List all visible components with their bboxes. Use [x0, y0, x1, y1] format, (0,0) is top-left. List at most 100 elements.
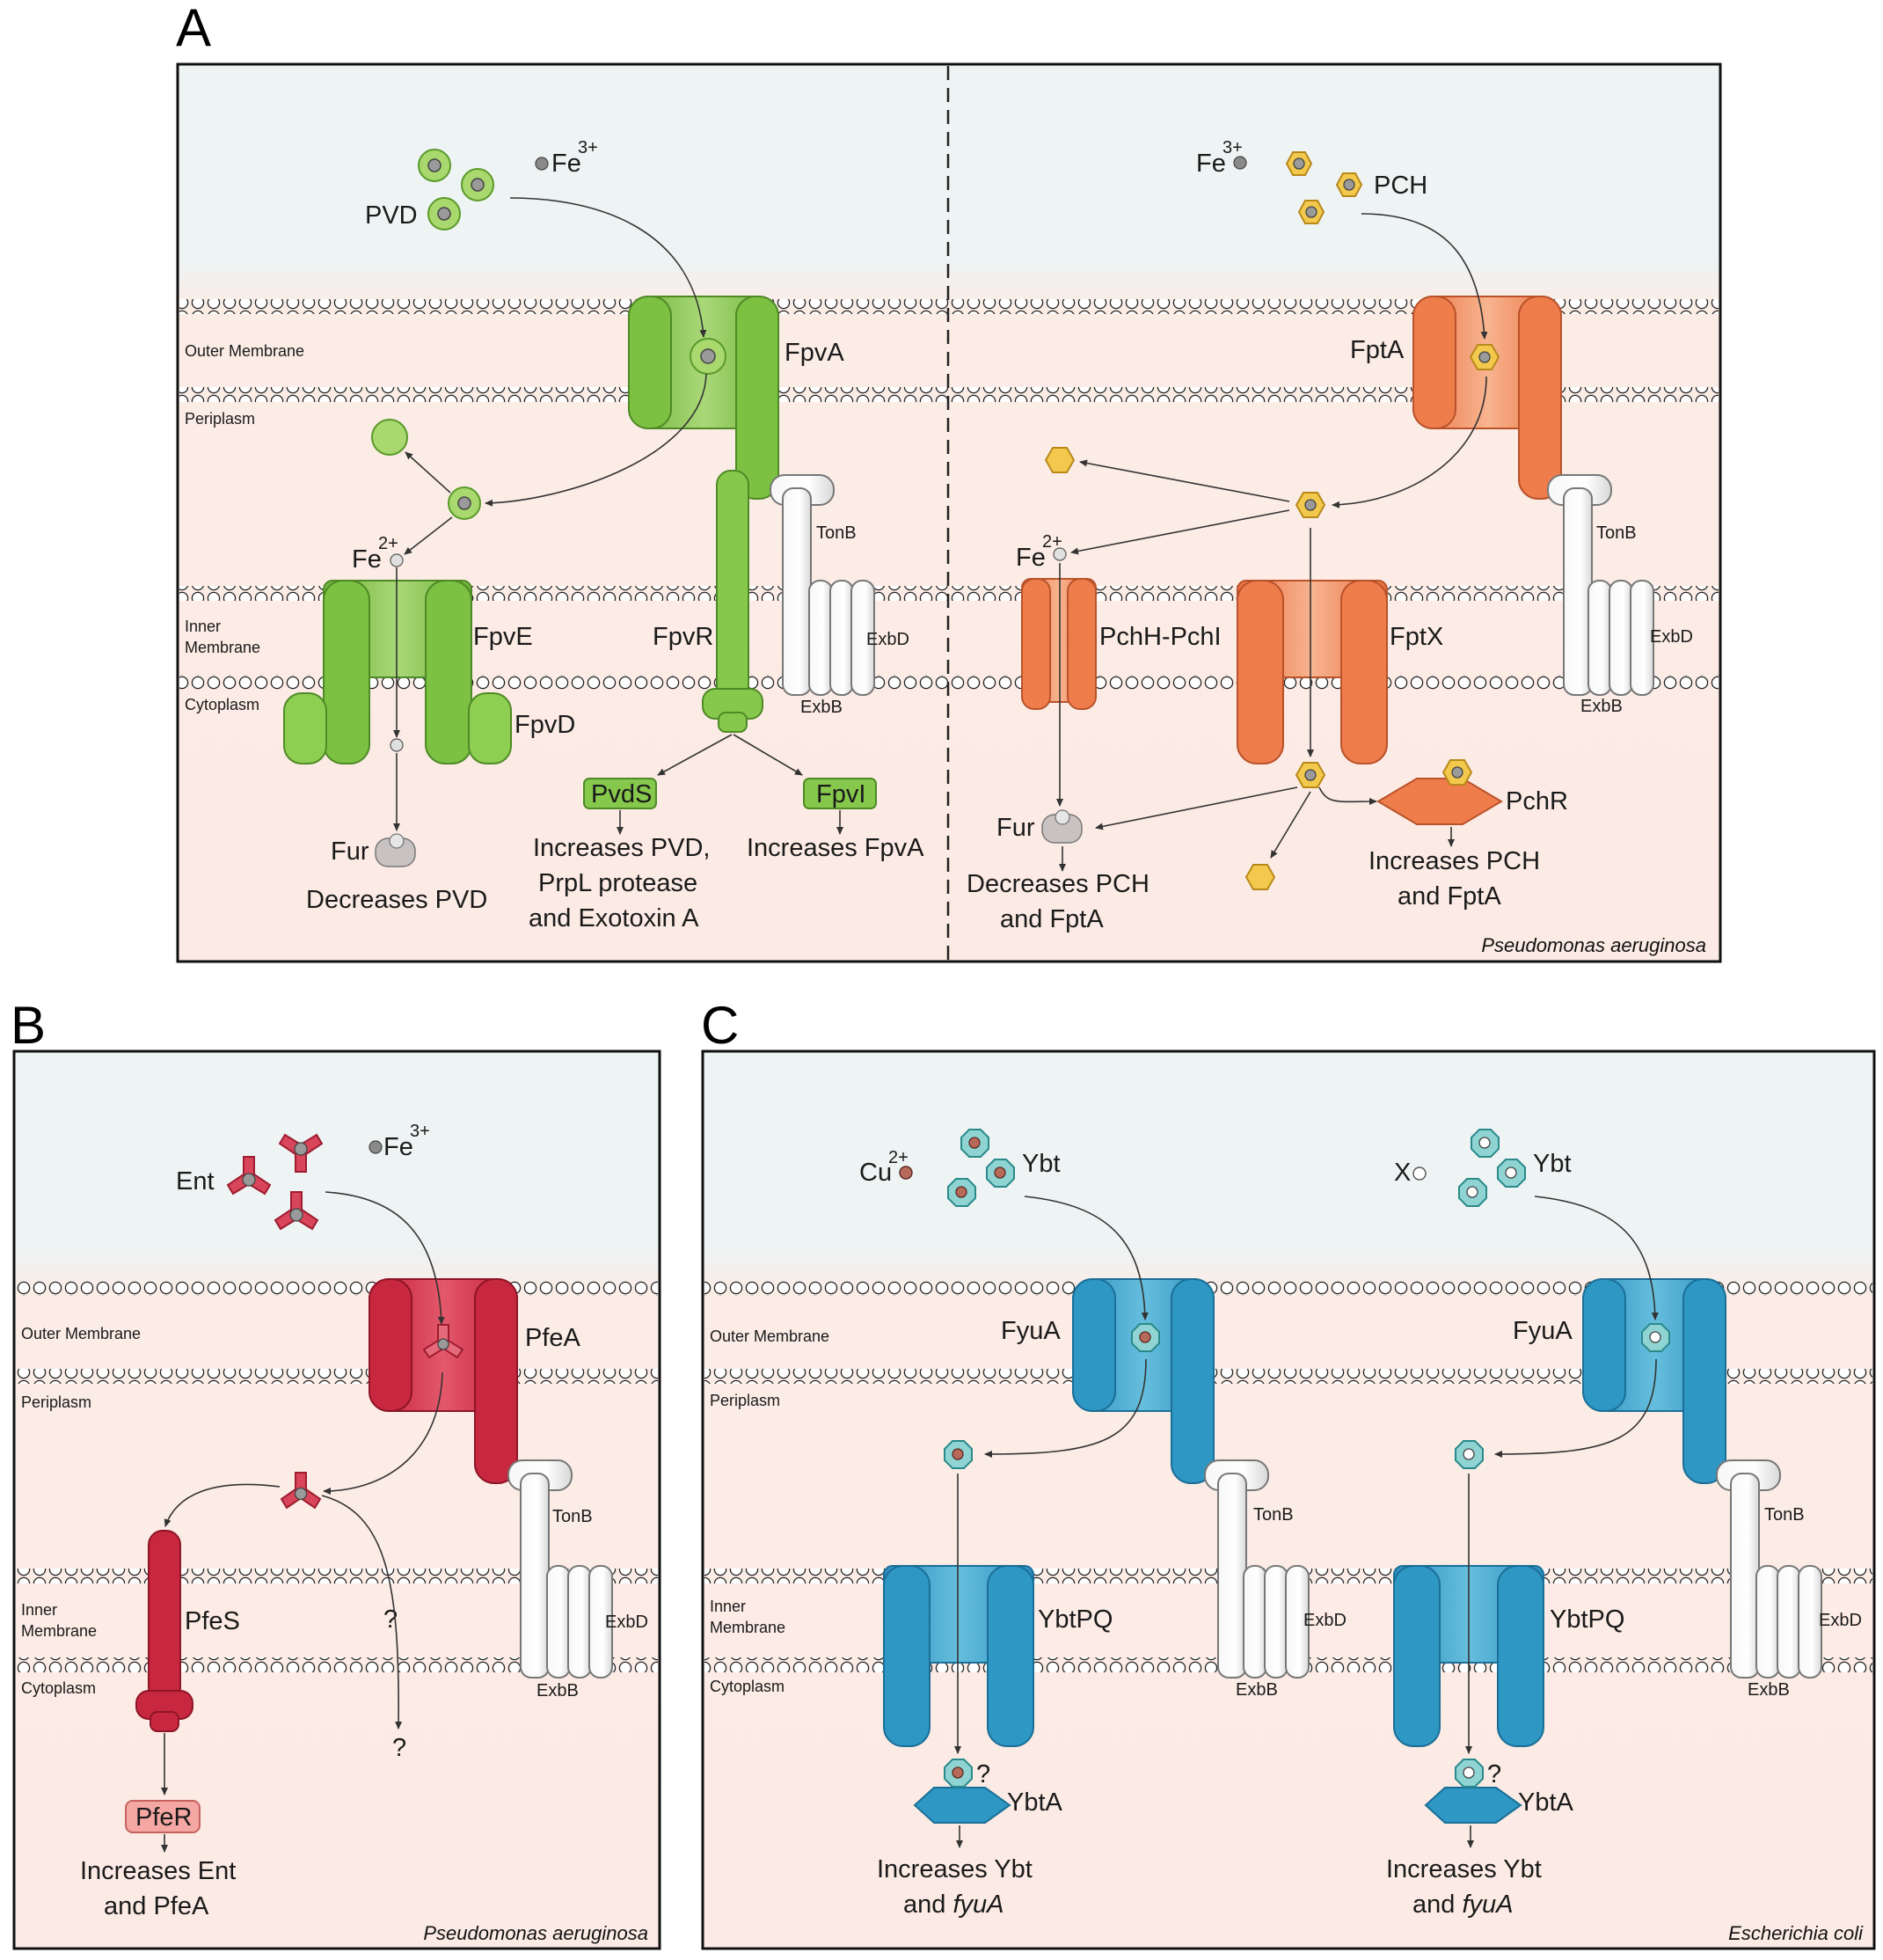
membrane-label-b: Membrane — [21, 1622, 97, 1640]
x-label: X — [1394, 1159, 1411, 1187]
fe3-ion-a-left — [535, 157, 549, 171]
panel-a: A Outer Membrane Periplasm Inner Membran… — [176, 0, 1722, 963]
out-c-left-line1: Increases Ybt — [877, 1855, 1033, 1883]
fpta-receptor — [1412, 296, 1562, 500]
pvds-box — [583, 778, 657, 809]
tonb-label-a-right: TonB — [1596, 523, 1637, 543]
panel-c-letter: C — [701, 996, 739, 1055]
exbd-label-a-right: ExbD — [1650, 627, 1693, 647]
pfea-receptor — [369, 1278, 518, 1484]
inner-label-b: Inner — [21, 1601, 57, 1619]
fpva-receptor — [628, 296, 779, 500]
ybtpq-label-right: YbtPQ — [1550, 1605, 1624, 1634]
tonb-label-a-left: TonB — [816, 523, 857, 543]
periplasm-label-b: Periplasm — [21, 1393, 91, 1411]
pvds-label: PvdS — [591, 780, 652, 808]
membrane-label-c: Membrane — [710, 1619, 785, 1636]
fe2-sup-a-left: 2+ — [378, 534, 398, 553]
ent-label: Ent — [176, 1167, 215, 1196]
x-ybt-periplasm — [1455, 1440, 1484, 1469]
fe3-ion-a-right — [1233, 156, 1247, 170]
pvd-siderophores — [418, 149, 494, 230]
panel-b-letter: B — [11, 996, 46, 1055]
pch-fe-cytoplasm — [1295, 762, 1326, 788]
exbd-label-c-right: ExbD — [1819, 1611, 1862, 1630]
pvd-label: PVD — [365, 201, 418, 230]
pchr-activator — [1376, 759, 1503, 825]
exbb-label-b: ExbB — [536, 1681, 579, 1700]
panel-b: B Outer Membrane Periplasm Inner Membran… — [11, 996, 661, 1950]
pchh-pchi-transporter — [1021, 578, 1097, 710]
pch-fe-periplasm — [1295, 492, 1326, 518]
fpvi-box — [803, 778, 877, 809]
decreases-pvd: Decreases PVD — [306, 886, 487, 914]
fptx-transporter — [1237, 580, 1388, 764]
tonb-complex-b — [507, 1459, 613, 1678]
fpva-label: FpvA — [785, 339, 844, 367]
out-fur-a-right-line2: and FptA — [1000, 905, 1104, 933]
outer-membrane-label-c: Outer Membrane — [710, 1327, 829, 1345]
arrows-a-left — [393, 197, 843, 835]
out-c-right-line2: and fyuA — [1412, 1891, 1513, 1919]
panel-a-letter: A — [176, 0, 211, 57]
arrows-a-right — [1056, 213, 1488, 872]
fpvr-label: FpvR — [653, 623, 713, 651]
outer-membrane-top-b — [16, 1281, 658, 1296]
cytoplasm-label-c: Cytoplasm — [710, 1678, 785, 1695]
x-ion — [1412, 1166, 1427, 1181]
ybt-label-left: Ybt — [1022, 1150, 1061, 1178]
arrows-c-right — [1465, 1196, 1659, 1848]
outer-membrane-bottom-b — [16, 1369, 658, 1384]
fur-protein-a-left — [375, 833, 416, 867]
out-pvds-line1: Increases PVD, — [533, 834, 710, 862]
fyua-label-right: FyuA — [1513, 1317, 1573, 1345]
fe2-sup-a-right: 2+ — [1042, 532, 1062, 552]
inner-label-a: Inner — [185, 618, 221, 635]
out-pvds-line3: and Exotoxin A — [529, 904, 699, 932]
out-b-line2: and PfeA — [104, 1892, 209, 1920]
pfea-label: PfeA — [525, 1324, 581, 1352]
exbb-label-c-right: ExbB — [1748, 1680, 1790, 1700]
fur-label-a-left: Fur — [331, 837, 369, 866]
out-c-left-line2: and fyuA — [903, 1891, 1004, 1919]
out-c-right-line1: Increases Ybt — [1386, 1855, 1542, 1883]
fe2-label-a-left: Fe — [352, 545, 382, 574]
fpta-label: FptA — [1350, 336, 1405, 364]
fe3-sup-a-left: 3+ — [578, 138, 598, 157]
tonb-complex-a-left — [770, 474, 875, 696]
fe2-label-a-right: Fe — [1016, 544, 1046, 572]
unknown-b-2: ? — [392, 1734, 406, 1762]
membrane-label-a: Membrane — [185, 639, 260, 656]
fe3-label-b: Fe — [383, 1133, 413, 1161]
x-ybt-molecules — [1458, 1129, 1526, 1207]
fur-protein-a-right — [1041, 809, 1083, 844]
out-pchr-line2: and FptA — [1398, 882, 1501, 911]
cytoplasm-label-a: Cytoplasm — [185, 696, 259, 713]
fe3-label-a-left: Fe — [551, 150, 581, 178]
outer-membrane-bottom-a — [179, 387, 1719, 402]
fyua-label-left: FyuA — [1001, 1317, 1061, 1345]
cu-ybt-periplasm — [944, 1440, 973, 1469]
ybtpq-label-left: YbtPQ — [1038, 1605, 1113, 1634]
out-b-line1: Increases Ent — [80, 1857, 236, 1885]
out-c-right-and: and — [1412, 1891, 1455, 1919]
ybta-left — [913, 1759, 1011, 1824]
periplasm-label-a: Periplasm — [185, 410, 255, 428]
outer-membrane-top-a — [179, 299, 1719, 314]
out-pvds-line2: PrpL protease — [538, 869, 697, 897]
exbd-label-b: ExbD — [605, 1613, 648, 1632]
tonb-complex-c-right — [1716, 1459, 1822, 1678]
pch-label: PCH — [1374, 172, 1427, 200]
out-fpvi: Increases FpvA — [747, 834, 924, 862]
fe3-label-a-right: Fe — [1196, 150, 1226, 178]
arrows-b — [161, 1191, 445, 1853]
fpvr-sigma-regulator — [702, 470, 763, 733]
fe3-ion-b — [369, 1140, 383, 1154]
fe3-sup-a-right: 3+ — [1222, 138, 1243, 157]
exbb-label-a-left: ExbB — [800, 698, 843, 717]
inner-label-c: Inner — [710, 1598, 746, 1615]
pchh-pchi-label: PchH-PchI — [1099, 623, 1222, 651]
exbb-label-a-right: ExbB — [1580, 697, 1623, 716]
pfes-label: PfeS — [185, 1607, 240, 1635]
fyua-receptor-left — [1072, 1278, 1215, 1484]
